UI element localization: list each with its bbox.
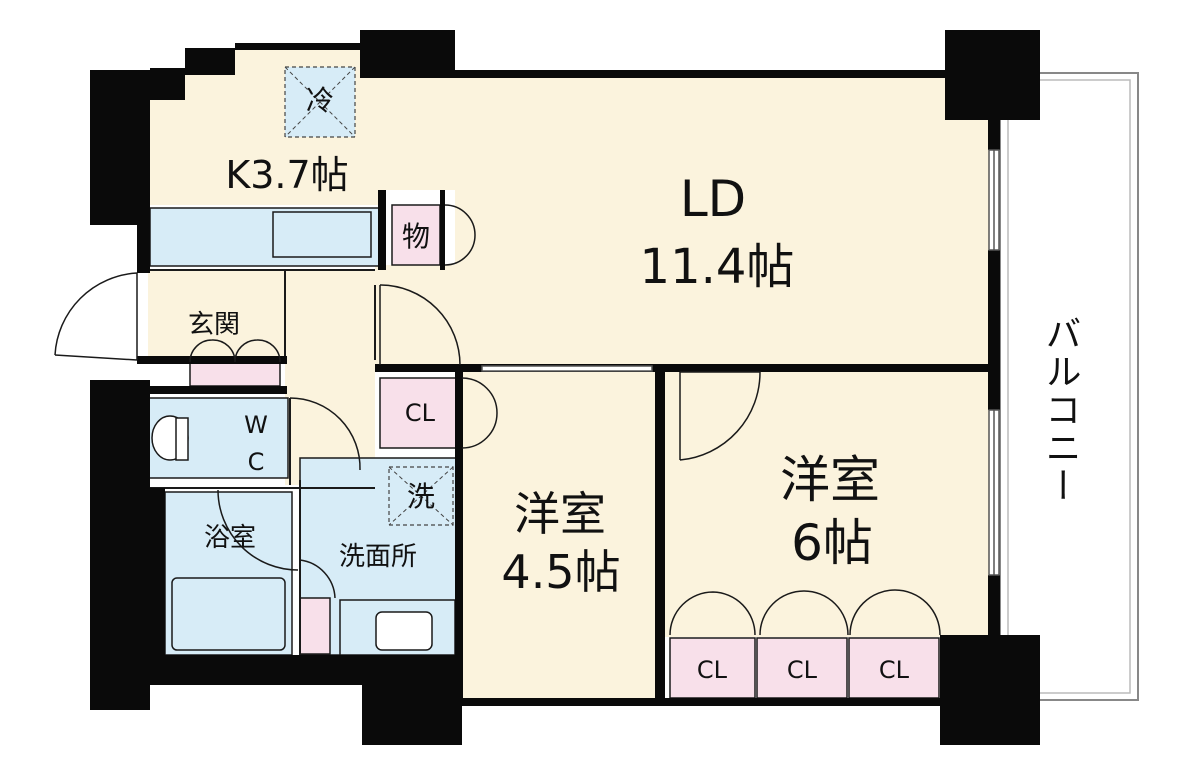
balcony-label: バルコニー	[1040, 315, 1081, 505]
closets	[189, 204, 940, 699]
closet-a-box	[669, 637, 756, 699]
closet-hall-label: CL	[405, 399, 436, 427]
shoe-shelf	[189, 361, 281, 387]
bathtub	[171, 577, 286, 651]
partition-walls	[137, 190, 995, 704]
ld-size-label: 11.4帖	[640, 239, 795, 295]
doors	[54, 204, 941, 636]
western-a-size-label: 4.5帖	[501, 545, 620, 599]
bath-label: 浴室	[204, 523, 256, 553]
western-a-label: 洋室	[514, 487, 606, 541]
washer-label: 洗	[407, 480, 435, 513]
genkan-label: 玄関	[188, 310, 240, 340]
ld-label: LD	[680, 170, 746, 228]
wash-shelf	[299, 597, 331, 655]
wc-label-c: C	[248, 448, 265, 476]
floor-areas	[147, 50, 995, 702]
closet-b-box	[756, 637, 848, 699]
toilet-tank	[175, 417, 189, 461]
ld-floor-lower	[375, 265, 995, 370]
hall-closet-box	[379, 377, 461, 449]
storage-box	[391, 204, 441, 266]
windows	[481, 149, 1000, 576]
storage-label: 物	[402, 220, 430, 253]
washroom-label: 洗面所	[339, 542, 417, 572]
closet-b-label: CL	[787, 656, 818, 684]
fridge-label: 冷	[306, 84, 334, 117]
western-b-size-label: 6帖	[791, 514, 873, 572]
basin	[375, 611, 433, 651]
kitchen-label: K3.7帖	[225, 153, 348, 197]
exterior-walls	[90, 30, 1040, 745]
western-b-label: 洋室	[780, 451, 880, 509]
kitchen-sink	[272, 211, 372, 258]
hall-floor	[285, 270, 375, 485]
balcony	[999, 72, 1139, 701]
closet-c-label: CL	[879, 656, 910, 684]
closet-a-label: CL	[697, 656, 728, 684]
wc-label-w: W	[244, 411, 268, 439]
appliance-spaces	[284, 66, 454, 526]
